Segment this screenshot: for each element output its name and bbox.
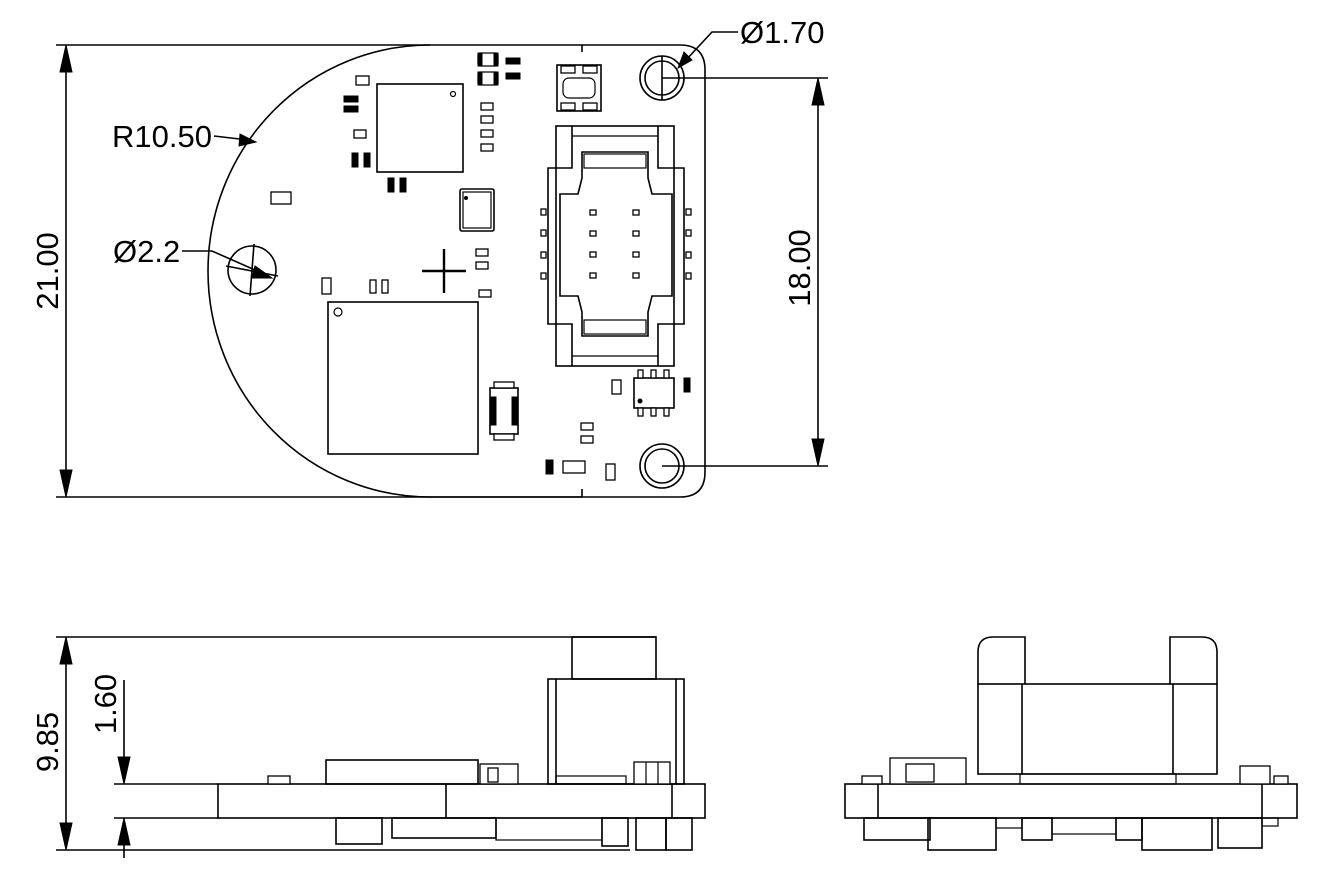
front-view <box>844 636 1298 851</box>
hole-left <box>225 243 279 297</box>
dim-height-total: 21.00 <box>30 232 65 310</box>
top-view: 21.00 18.00 Ø1.70 R10.50 Ø2.2 <box>30 15 828 498</box>
passives-top <box>270 52 691 481</box>
ic-regulator <box>633 369 675 417</box>
ic-sensor <box>556 64 602 112</box>
dim-hole-small: Ø1.70 <box>740 15 824 50</box>
hole-bottom-right <box>639 443 685 489</box>
board-outline <box>207 44 706 498</box>
dim-pcb-thickness: 1.60 <box>88 674 123 734</box>
dim-side-height: 9.85 <box>30 712 65 772</box>
center-mark <box>422 249 466 293</box>
ic-large <box>327 301 479 455</box>
diode <box>489 381 519 441</box>
connector-top <box>540 125 692 367</box>
dim-radius: R10.50 <box>112 119 212 154</box>
ic-mcu <box>376 83 464 173</box>
dim-hole-spacing: 18.00 <box>782 229 817 307</box>
dim-hole-large: Ø2.2 <box>113 234 180 269</box>
crystal <box>459 188 495 232</box>
side-view: 9.85 1.60 <box>30 636 706 858</box>
hole-top-right <box>639 55 685 101</box>
